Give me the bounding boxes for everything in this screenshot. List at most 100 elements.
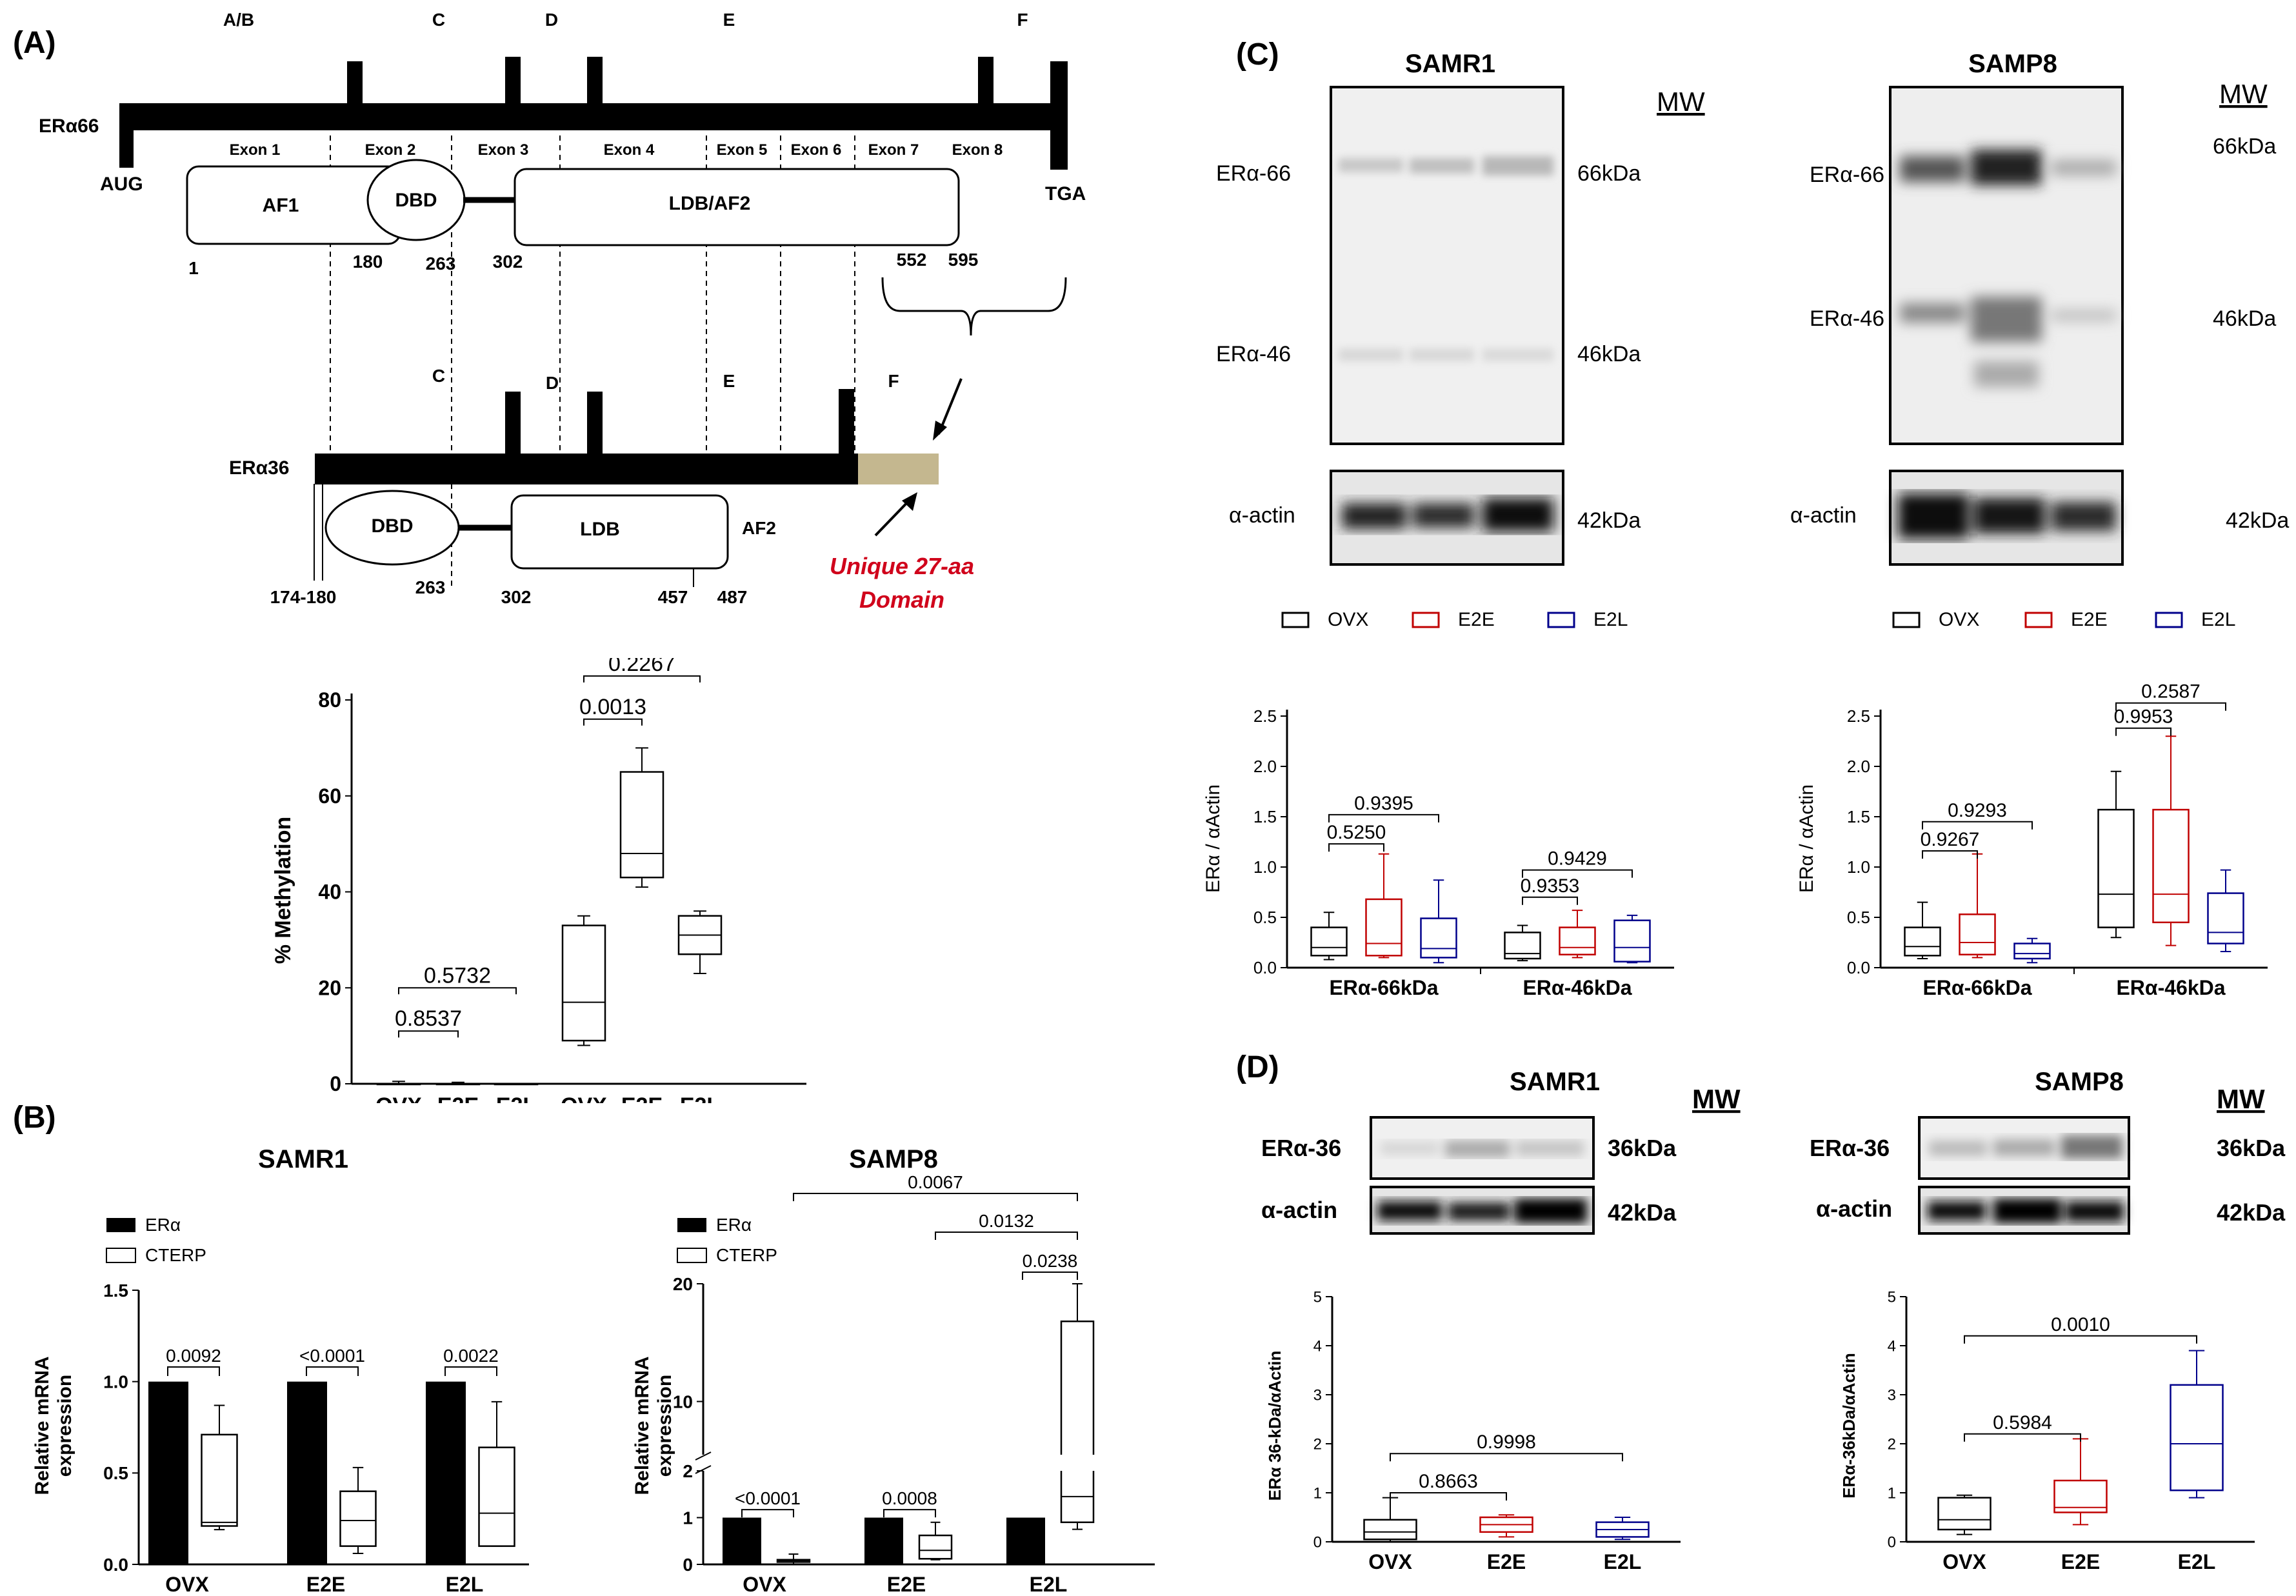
c-samp8-p-3-pvalue: 0.2587 bbox=[2141, 681, 2201, 703]
b-samp8-ylabel2: expression bbox=[654, 1375, 675, 1477]
y-tick-label: 2.0 bbox=[1253, 757, 1277, 776]
region-e: E bbox=[723, 10, 735, 30]
d-samp8-actin-kda: 42kDa bbox=[2217, 1199, 2286, 1226]
legend-era-swatch bbox=[677, 1218, 706, 1232]
b-samp8-p-ovx-e2l-pvalue: 0.0067 bbox=[908, 1172, 963, 1192]
era66-label: ERα66 bbox=[39, 115, 99, 137]
exon-7-label: Exon 7 bbox=[868, 141, 919, 159]
pos-263: 263 bbox=[426, 254, 456, 274]
era66-end-tick bbox=[1050, 61, 1068, 170]
d-samr1-actin: α-actin bbox=[1261, 1197, 1337, 1223]
y-tick-label: 5 bbox=[1313, 1288, 1322, 1306]
unique-domain-box bbox=[858, 454, 939, 484]
era66-start-tick bbox=[119, 103, 134, 168]
y-tick-label: 2.5 bbox=[1847, 706, 1870, 726]
era36-boundary-e bbox=[587, 392, 603, 456]
exon-1-label: Exon 1 bbox=[230, 141, 281, 159]
y-tick-label: 1 bbox=[1888, 1484, 1896, 1502]
legend-cterp-swatch bbox=[106, 1248, 136, 1263]
b-samr1-title: SAMR1 bbox=[258, 1145, 348, 1173]
region36-c: C bbox=[432, 366, 445, 386]
pos36-302: 302 bbox=[501, 587, 532, 607]
y-tick-label: 1.0 bbox=[103, 1372, 128, 1392]
d-samp8-xtick-0: OVX bbox=[1942, 1550, 1986, 1573]
exon-8-label: Exon 8 bbox=[952, 141, 1003, 159]
b-samr1-p-1-bracket bbox=[306, 1366, 359, 1376]
meth-xtick-1: E2E bbox=[437, 1093, 479, 1103]
meth-p-samp8-e2e-pvalue: 0.0013 bbox=[579, 695, 646, 719]
legend-era-label: ERα bbox=[716, 1215, 752, 1235]
region-c: C bbox=[432, 10, 445, 30]
era36-end-tick bbox=[839, 389, 854, 456]
c-samr1-e2e-0-box bbox=[1365, 898, 1403, 957]
c-samp8-p-1-bracket bbox=[1922, 821, 2033, 830]
region36-f: F bbox=[888, 371, 899, 391]
pos-180: 180 bbox=[353, 252, 383, 272]
y-tick-label: 0 bbox=[1888, 1533, 1896, 1551]
legend-e2e-right: E2E bbox=[2071, 609, 2108, 630]
b-samp8-cterp-box-1-box bbox=[918, 1534, 953, 1560]
c-samr1-p-1-bracket bbox=[1328, 813, 1439, 823]
y-tick-label: 2.0 bbox=[1847, 757, 1870, 776]
c-samr1-xtick-0: ERα-66kDa bbox=[1329, 976, 1438, 999]
b-samp8-era-bar-0 bbox=[723, 1517, 761, 1564]
c-samp8-p-0-pvalue: 0.9267 bbox=[1921, 829, 1980, 850]
c-samr1-e2l-0-box bbox=[1420, 917, 1457, 959]
panel-c-letter: (C) bbox=[1236, 37, 1279, 72]
d-samp8-actin: α-actin bbox=[1816, 1195, 1892, 1222]
d-samp8-p-1-bracket bbox=[1964, 1335, 2197, 1344]
c-samr1-actin: α-actin bbox=[1229, 503, 1295, 528]
b-samr1-era-bar-1 bbox=[287, 1381, 327, 1564]
c-samp8-ovx-0-box bbox=[1904, 926, 1941, 957]
y-tick-label: 1 bbox=[1313, 1484, 1322, 1502]
b-samp8-p-e2l-pvalue: 0.0238 bbox=[1023, 1251, 1078, 1271]
c-samp8-ovx-1-box bbox=[2097, 808, 2135, 928]
panel-a-letter: (A) bbox=[13, 26, 56, 60]
meth-xtick-2: E2L bbox=[496, 1093, 536, 1103]
b-samr1-p-0-pvalue: 0.0092 bbox=[166, 1346, 221, 1366]
legend-ovx-right: OVX bbox=[1939, 609, 1979, 630]
y-tick-label: 0.5 bbox=[103, 1463, 128, 1483]
y-tick-label: 1.0 bbox=[1847, 857, 1870, 877]
c-samr1-mw: MW bbox=[1657, 86, 1705, 117]
legend-cterp-label: CTERP bbox=[145, 1245, 206, 1265]
meth-box-4-box bbox=[619, 771, 664, 879]
legend-cterp-swatch bbox=[677, 1248, 707, 1263]
axis-break-upper bbox=[695, 1451, 712, 1461]
pos-595: 595 bbox=[948, 250, 979, 270]
meth-p-samr1-e2l-bracket bbox=[398, 987, 517, 995]
y-tick-label: 1.0 bbox=[1253, 857, 1277, 877]
region36-d: D bbox=[546, 373, 559, 393]
pos36-487: 487 bbox=[717, 587, 748, 607]
d-samr1-ylabel: ERα 36-kDa/αActin bbox=[1265, 1351, 1284, 1501]
meth-p-samp8-e2l-pvalue: 0.2267 bbox=[608, 658, 675, 676]
d-samr1-title: SAMR1 bbox=[1510, 1068, 1600, 1096]
c-samp8-blot bbox=[1889, 86, 2124, 445]
c-samp8-e2e-1-box bbox=[2152, 808, 2190, 924]
y-tick-label: 1.5 bbox=[1847, 807, 1870, 826]
c-samr1-p-0-bracket bbox=[1328, 843, 1384, 852]
c-samr1-title: SAMR1 bbox=[1405, 50, 1495, 78]
d-samp8-p-1-pvalue: 0.0010 bbox=[2051, 1314, 2110, 1335]
c-samr1-band-46: ERα-46 bbox=[1216, 342, 1291, 366]
c-samp8-p-2-bracket bbox=[2115, 727, 2171, 736]
boundary-f-tick bbox=[978, 57, 993, 105]
y-tick-label: 0.0 bbox=[1253, 958, 1277, 977]
pos36-174-180: 174-180 bbox=[270, 587, 337, 607]
c-samp8-mw: MW bbox=[2219, 79, 2268, 109]
d-samr1-p-0-pvalue: 0.8663 bbox=[1419, 1471, 1478, 1492]
c-samp8-e2l-0-box bbox=[2013, 943, 2051, 960]
b-samp8-p-e2e-bracket bbox=[883, 1509, 936, 1518]
era66-bar bbox=[119, 103, 1068, 130]
c-legend-right: OVX E2E E2L bbox=[1892, 609, 2235, 630]
b-samr1-cterp-box-1-box bbox=[339, 1490, 377, 1547]
meth-p-samp8-e2l-bracket bbox=[583, 675, 701, 683]
y-tick-label: 80 bbox=[318, 688, 341, 712]
legend-e2l-right: E2L bbox=[2201, 609, 2235, 630]
b-samp8-p-e2l-bracket bbox=[1022, 1272, 1078, 1280]
aug-label: AUG bbox=[100, 174, 143, 195]
unique-arrow bbox=[874, 497, 912, 537]
b-samr1-era-bar-0 bbox=[148, 1381, 188, 1564]
